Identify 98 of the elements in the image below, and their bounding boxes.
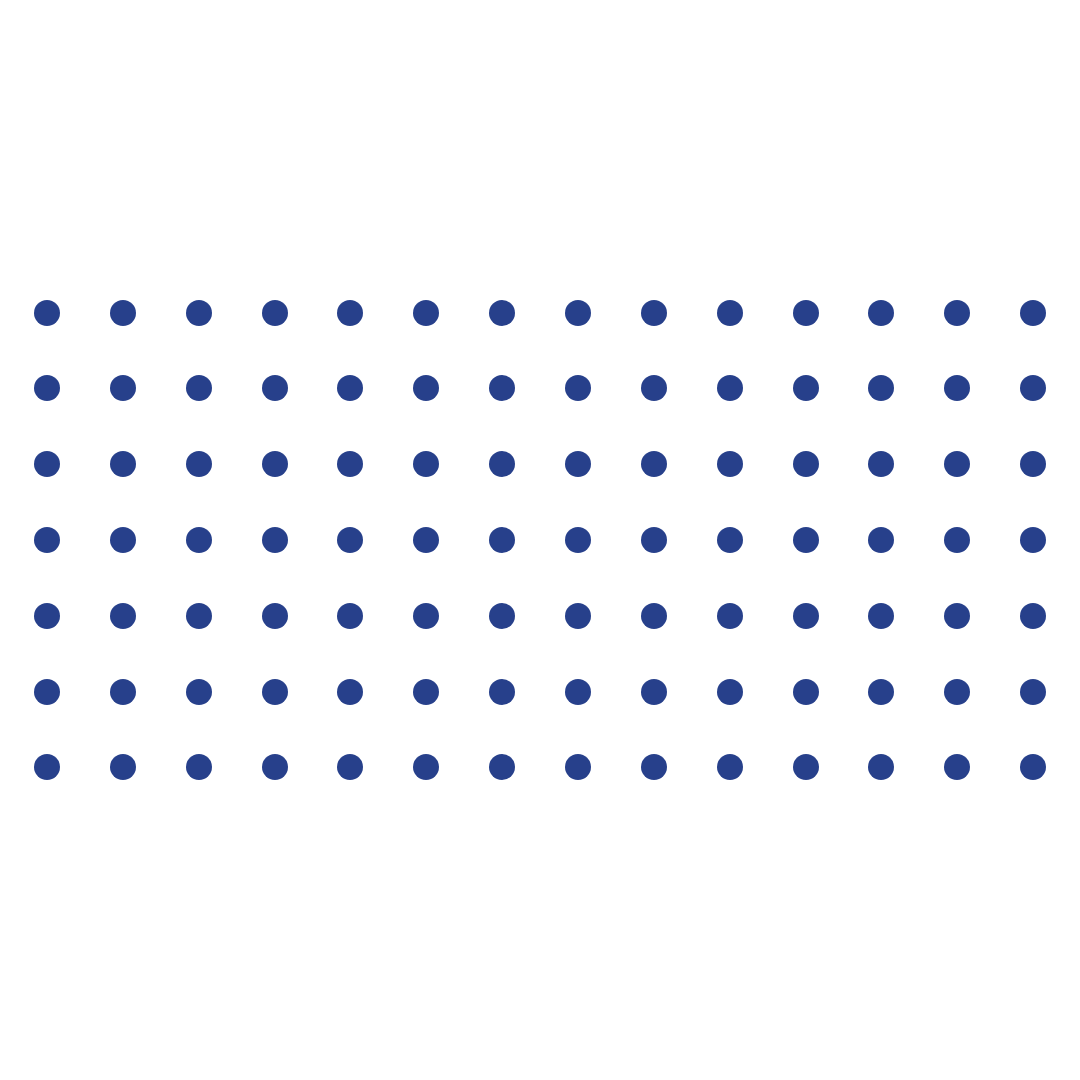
dot: [944, 754, 971, 781]
dot: [261, 754, 288, 781]
dot: [868, 754, 895, 781]
dot: [337, 678, 364, 705]
dot: [1020, 375, 1047, 402]
dot: [337, 754, 364, 781]
dot: [716, 754, 743, 781]
dot: [1020, 526, 1047, 553]
dot: [337, 299, 364, 326]
dot: [337, 602, 364, 629]
dot: [792, 602, 819, 629]
dot: [261, 526, 288, 553]
dot: [792, 451, 819, 478]
dot: [868, 299, 895, 326]
dot: [489, 375, 516, 402]
dot: [868, 375, 895, 402]
dot: [868, 526, 895, 553]
dot: [185, 526, 212, 553]
dot: [413, 451, 440, 478]
dot: [34, 451, 60, 478]
dot: [716, 375, 743, 402]
dot: [185, 678, 212, 705]
dot: [185, 602, 212, 629]
dot: [337, 375, 364, 402]
dot: [640, 451, 667, 478]
dot: [34, 754, 60, 781]
dot: [109, 451, 136, 478]
dot: [944, 375, 971, 402]
dot: [34, 375, 60, 402]
dot: [413, 526, 440, 553]
dot: [792, 678, 819, 705]
dot: [792, 754, 819, 781]
dot: [640, 375, 667, 402]
dot: [261, 375, 288, 402]
dot: [564, 602, 591, 629]
dot: [640, 602, 667, 629]
dot: [944, 678, 971, 705]
dot: [185, 375, 212, 402]
dot: [489, 526, 516, 553]
dot: [1020, 678, 1047, 705]
dot: [944, 526, 971, 553]
dot: [185, 754, 212, 781]
dot: [564, 678, 591, 705]
dot: [640, 754, 667, 781]
dot: [489, 678, 516, 705]
dot: [413, 299, 440, 326]
dot: [109, 299, 136, 326]
dot: [1020, 451, 1047, 478]
dot: [716, 526, 743, 553]
dot: [109, 678, 136, 705]
dot: [868, 602, 895, 629]
dot: [716, 678, 743, 705]
dot: [564, 754, 591, 781]
dot: [337, 451, 364, 478]
dot: [792, 526, 819, 553]
dot: [944, 299, 971, 326]
dot: [489, 602, 516, 629]
dot: [413, 602, 440, 629]
dot: [868, 451, 895, 478]
dot: [944, 602, 971, 629]
dot: [34, 526, 60, 553]
dot: [716, 451, 743, 478]
dot: [261, 299, 288, 326]
dot: [261, 678, 288, 705]
dot: [337, 526, 364, 553]
dot: [564, 299, 591, 326]
dot: [185, 299, 212, 326]
dot: [413, 678, 440, 705]
dot: [640, 526, 667, 553]
dot: [640, 678, 667, 705]
dot: [413, 375, 440, 402]
dot: [261, 451, 288, 478]
dot: [109, 754, 136, 781]
dot: [109, 602, 136, 629]
dot: [109, 526, 136, 553]
dot: [1020, 299, 1047, 326]
dot: [34, 299, 60, 326]
dot: [489, 451, 516, 478]
dot: [868, 678, 895, 705]
dot: [34, 678, 60, 705]
dot: [564, 375, 591, 402]
dot: [716, 299, 743, 326]
dot: [109, 375, 136, 402]
dot: [716, 602, 743, 629]
dot: [1020, 754, 1047, 781]
dot: [792, 299, 819, 326]
dot: [34, 602, 60, 629]
dot: [489, 754, 516, 781]
dot: [564, 526, 591, 553]
dot: [185, 451, 212, 478]
dot: [944, 451, 971, 478]
dot: [640, 299, 667, 326]
dot: [489, 299, 516, 326]
dot: [413, 754, 440, 781]
dot: [564, 451, 591, 478]
dot: [1020, 602, 1047, 629]
dot: [792, 375, 819, 402]
dot: [261, 602, 288, 629]
